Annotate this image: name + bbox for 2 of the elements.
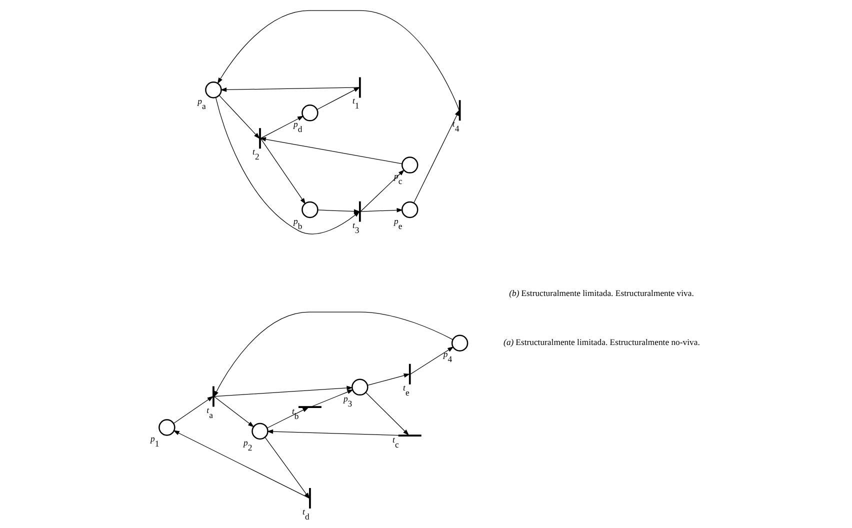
label: (a) Estructuralmente limitada. Estructuralmente no-viva. <box>504 336 700 347</box>
label: (b) Estructuralmente limitada. Estructuralmente viva. <box>509 288 694 298</box>
